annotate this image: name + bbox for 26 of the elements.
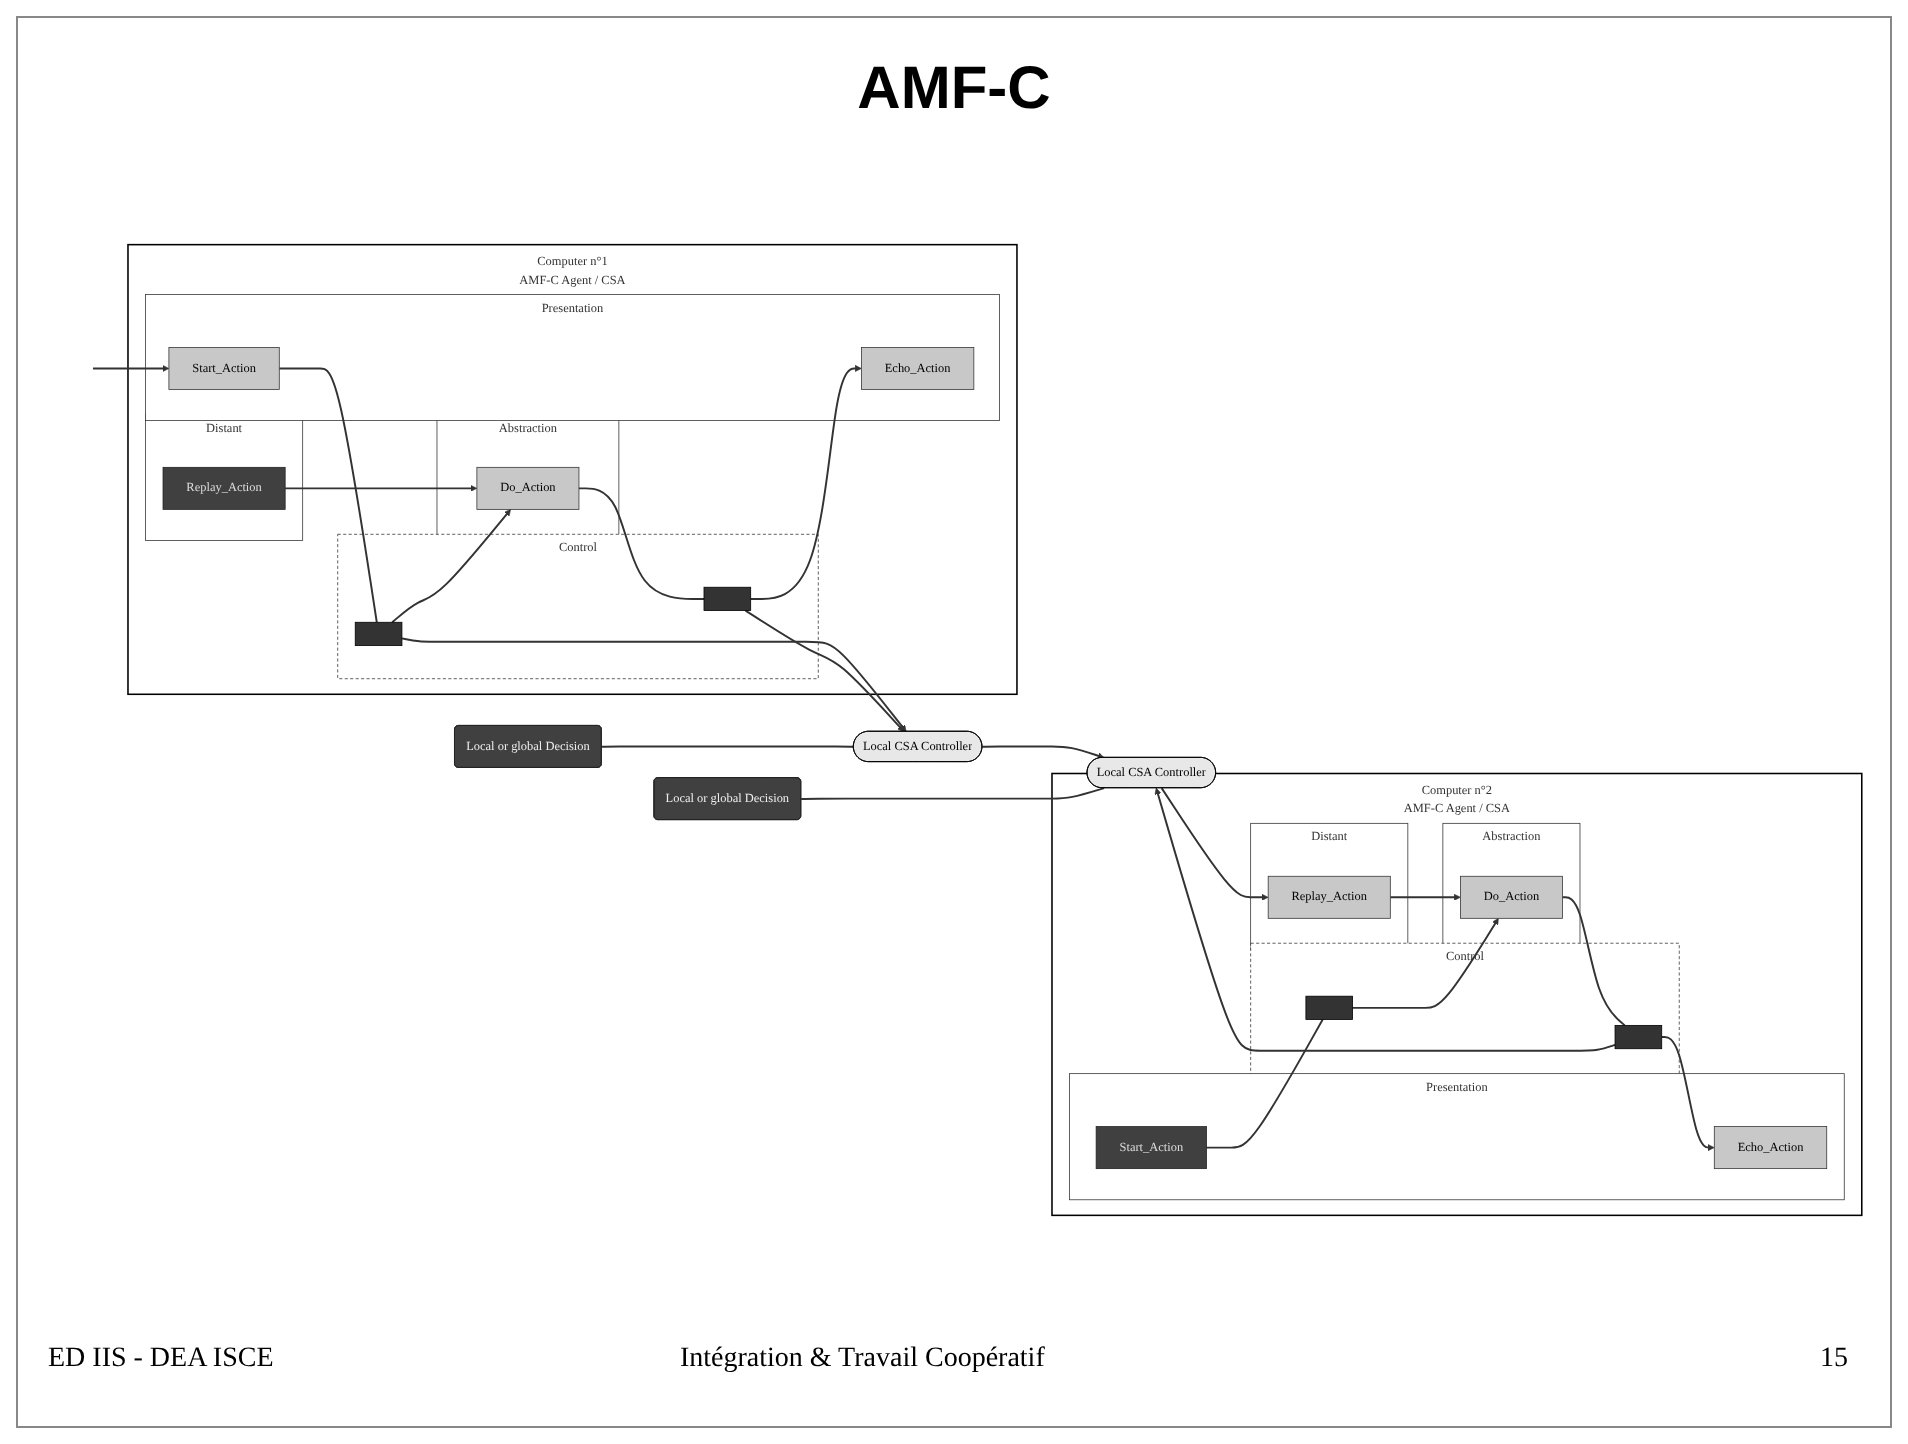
arrow (91, 365, 170, 372)
connector (1205, 1018, 1324, 1149)
arrow (400, 637, 907, 732)
node-box (703, 586, 752, 611)
arrow (1660, 1036, 1715, 1152)
footer-text: Intégration & Travail Coopératif (680, 1344, 1045, 1376)
footer-text: ED IIS - DEA ISCE (48, 1344, 274, 1376)
node-box (1614, 1024, 1663, 1050)
arrow (1389, 893, 1461, 901)
connector (1561, 896, 1626, 1027)
connector (278, 367, 378, 624)
arrow (749, 365, 862, 600)
connector (578, 487, 705, 600)
arrow (391, 509, 511, 624)
arrow (1160, 787, 1269, 901)
arrow (744, 609, 905, 732)
page-number: 15 (1820, 1344, 1848, 1376)
arrow (284, 484, 478, 492)
arrow (981, 745, 1105, 760)
arrow (1154, 787, 1616, 1052)
arrow (1351, 918, 1499, 1009)
connector (800, 787, 1106, 800)
slide-title: AMF-C (855, 56, 1053, 124)
node-box (354, 621, 403, 646)
node-box (1305, 995, 1353, 1020)
connector (600, 745, 855, 748)
